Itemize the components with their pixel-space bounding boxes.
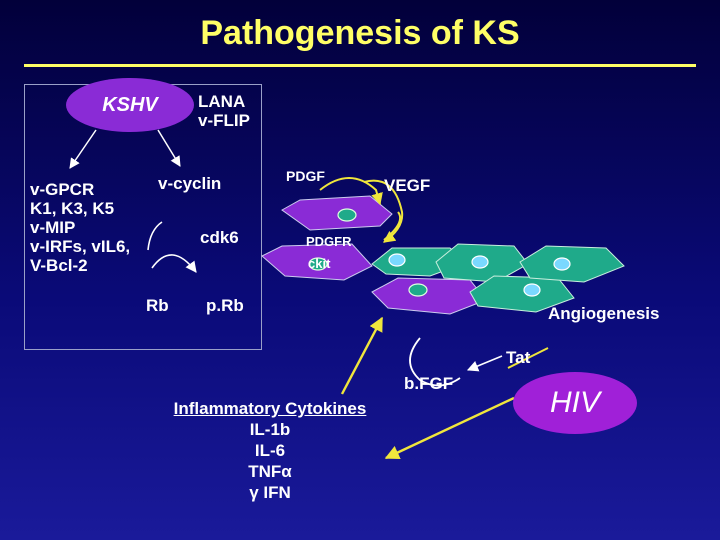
kshv-to-genes-arrow [69,129,97,169]
kshv-oval: KSHV [66,78,194,132]
green-cell [519,245,625,283]
vcyclin-cdk6-curve [147,221,163,251]
cytokine-item: IL-1b [249,420,291,439]
cytokine-item: γ IFN [249,483,291,502]
lana-label: LANA [198,92,246,111]
bfgf-loop [409,337,461,387]
purple-cell [281,195,393,231]
cytokines-heading: Inflammatory Cytokines [173,399,367,418]
kshv-to-vcyclin-arrow [157,129,181,167]
vflip-label: v-FLIP [198,111,250,130]
viral-gene: V-Bcl-2 [30,256,88,275]
hiv-oval: HIV [513,372,637,434]
kshv-products: LANA v-FLIP [198,92,250,130]
rb-label: Rb [146,296,169,315]
title-underline [24,64,696,67]
vegf-label: VEGF [384,176,431,195]
slide-title: Pathogenesis of KS [200,14,520,52]
cytokines-block: Inflammatory Cytokines IL-1b IL-6 TNFα γ… [150,398,390,503]
cytokine-item: TNFα [248,462,292,481]
ckit-label: ckit [308,256,331,271]
vcyclin-label: v-cyclin [158,174,222,193]
angiogenesis-label: Angiogenesis [548,304,660,323]
vegf-loop [363,179,404,243]
purple-cell [261,243,373,281]
tat-pointer [507,347,549,369]
pdgf-label: PDGF [286,168,325,184]
bfgf-label: b.FGF [404,374,454,393]
viral-gene: K1, K3, K5 [30,199,115,218]
hiv-label: HIV [549,386,600,419]
hiv-to-cytokines-arrow [384,396,515,460]
kshv-label: KSHV [102,93,158,116]
pdgfr-label: PDGFR [306,234,352,249]
cytokines-to-cells-arrow [340,316,384,395]
viral-genes-list: v-GPCR K1, K3, K5 v-MIP v-IRFs, vIL6, V-… [30,180,130,275]
green-cell [469,275,575,313]
rb-to-prb-arrow [151,254,197,273]
viral-gene: v-GPCR [30,180,95,199]
pdgf-autocrine-loop [319,177,383,206]
viral-gene: v-MIP [30,218,76,237]
prb-label: p.Rb [206,296,244,315]
cytokine-item: IL-6 [254,441,286,460]
tat-arrow [466,355,503,372]
cdk6-label: cdk6 [200,228,239,247]
purple-cell [371,277,487,315]
tat-label: Tat [506,348,531,367]
viral-gene: v-IRFs, vIL6, [30,237,131,256]
